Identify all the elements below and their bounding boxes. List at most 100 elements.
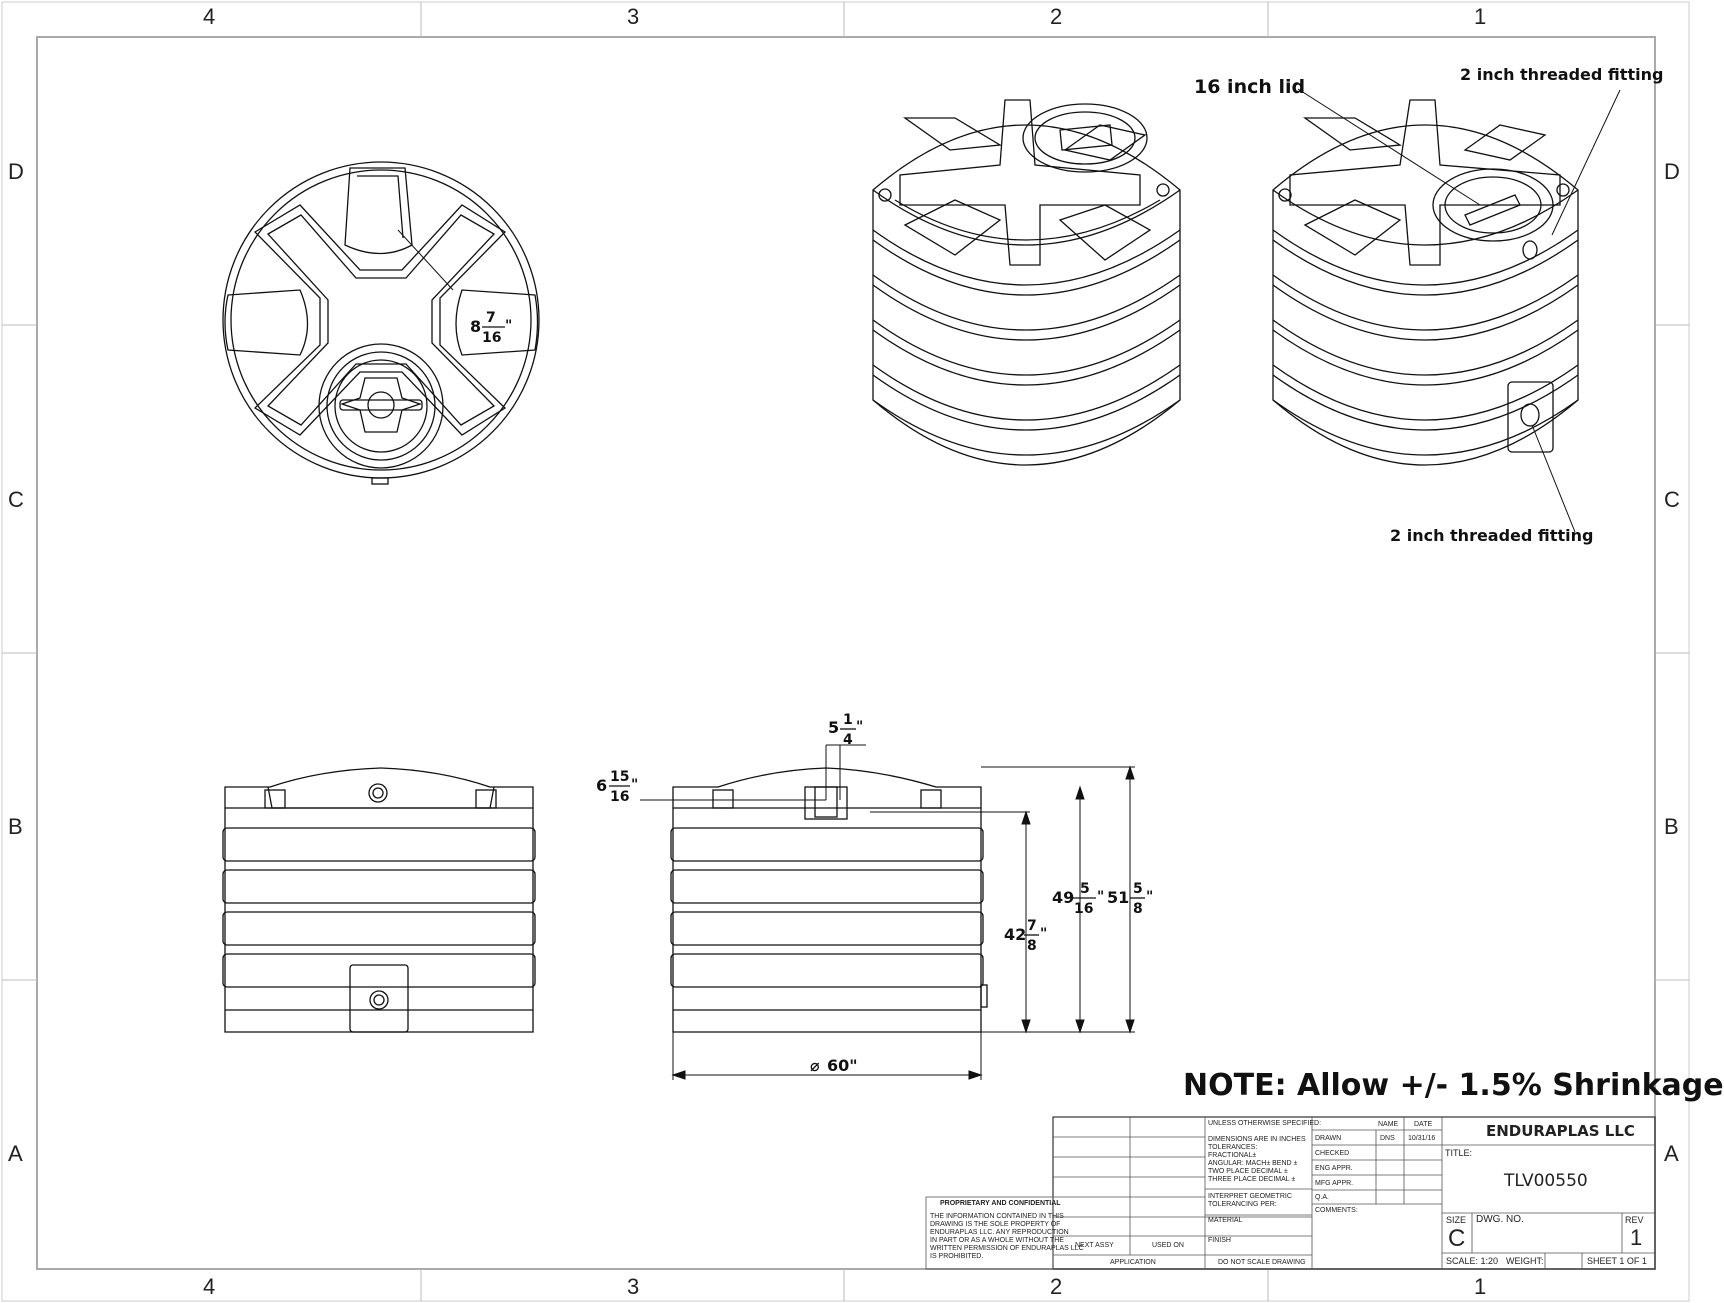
zone-ticks [2, 2, 1689, 1301]
svg-text:": " [631, 777, 638, 793]
rev-label: REV [1625, 1215, 1644, 1225]
used-on: USED ON [1152, 1242, 1184, 1249]
svg-text:49: 49 [1052, 888, 1074, 907]
rev-value: 1 [1630, 1225, 1643, 1250]
svg-text:5: 5 [828, 718, 839, 737]
row-drawn-name: DNS [1380, 1135, 1395, 1142]
svg-text:8: 8 [1027, 938, 1037, 954]
zone-col-3-top: 3 [627, 4, 640, 29]
svg-text:5: 5 [1080, 881, 1090, 897]
hdr-date: DATE [1414, 1121, 1433, 1128]
zone-row-b-right: B [1664, 814, 1679, 839]
row-drawn-date: 10/31/16 [1408, 1135, 1436, 1142]
zone-col-3-bottom: 3 [627, 1274, 640, 1299]
comments-label: COMMENTS: [1315, 1207, 1358, 1214]
shrinkage-note: NOTE: Allow +/- 1.5% Shrinkage [1183, 1068, 1724, 1103]
hdr-name: NAME [1378, 1121, 1399, 1128]
zone-col-4-bottom: 4 [203, 1274, 216, 1299]
proprietary-line-3: ENDURAPLAS LLC. ANY REPRODUCTION [930, 1229, 1069, 1236]
top-view [222, 161, 540, 485]
tolerance-line-2: TOLERANCES: [1208, 1144, 1258, 1151]
callout-fitting-top: 2 inch threaded fitting [1460, 65, 1664, 84]
svg-text:16: 16 [610, 789, 629, 805]
proprietary-line-2: DRAWING IS THE SOLE PROPERTY OF [930, 1221, 1061, 1228]
row-mfg-label: MFG APPR. [1315, 1180, 1354, 1187]
proprietary-line-1: THE INFORMATION CONTAINED IN THIS [930, 1213, 1064, 1220]
zone-row-a-left: A [8, 1141, 23, 1166]
material: MATERIAL [1208, 1217, 1243, 1224]
zone-row-a-right: A [1664, 1141, 1679, 1166]
svg-text:5: 5 [1133, 881, 1143, 897]
proprietary-line-5: WRITTEN PERMISSION OF ENDURAPLAS LLC [930, 1245, 1084, 1252]
svg-text:1: 1 [843, 712, 853, 728]
svg-text:": " [1040, 926, 1047, 942]
row-drawn-label: DRAWN [1315, 1135, 1342, 1142]
proprietary-line-4: IN PART OR AS A WHOLE WITHOUT THE [930, 1237, 1064, 1244]
isometric-view-left [872, 99, 1181, 466]
tolerance-line-6: THREE PLACE DECIMAL ± [1208, 1176, 1296, 1183]
dimension-lines [640, 744, 1135, 1080]
sheet: SHEET 1 OF 1 [1587, 1256, 1647, 1266]
zone-row-c-right: C [1664, 487, 1680, 512]
interpret-line-2: TOLERANCING PER: [1208, 1201, 1277, 1208]
svg-text:4: 4 [843, 732, 853, 748]
title-label: TITLE: [1445, 1148, 1473, 1158]
company-name: ENDURAPLAS LLC [1486, 1122, 1635, 1140]
zone-row-b-left: B [8, 814, 23, 839]
finish: FINISH [1208, 1237, 1231, 1244]
proprietary-title: PROPRIETARY AND CONFIDENTIAL [940, 1200, 1061, 1207]
row-checked-label: CHECKED [1315, 1150, 1350, 1157]
dimension-labels: 5 1 4 " 6 15 16 " 42 7 8 " 49 5 16 " 51 … [596, 712, 1153, 1075]
callout-lid: 16 inch lid [1194, 76, 1306, 98]
do-not-scale: DO NOT SCALE DRAWING [1218, 1259, 1306, 1266]
tolerance-line-3: FRACTIONAL± [1208, 1152, 1257, 1159]
svg-text:8: 8 [1133, 901, 1143, 917]
svg-text:7: 7 [1027, 918, 1037, 934]
svg-text:15: 15 [610, 769, 629, 785]
svg-text:60": 60" [827, 1056, 858, 1075]
svg-text:6: 6 [596, 776, 607, 795]
zone-row-d-left: D [8, 159, 24, 184]
tolerance-line-4: ANGULAR: MACH± BEND ± [1208, 1160, 1298, 1167]
svg-text:51: 51 [1107, 888, 1129, 907]
zone-col-1-bottom: 1 [1474, 1274, 1487, 1299]
svg-text:": " [856, 719, 863, 735]
zone-col-2-top: 2 [1050, 4, 1063, 29]
zone-row-c-left: C [8, 487, 24, 512]
drawing-title: TLV00550 [1504, 1171, 1588, 1191]
row-eng-label: ENG APPR. [1315, 1165, 1353, 1172]
svg-text:42: 42 [1004, 925, 1026, 944]
dwg-no-label: DWG. NO. [1476, 1214, 1524, 1225]
isometric-view-right [1272, 88, 1621, 533]
svg-text:⌀: ⌀ [810, 1056, 820, 1075]
tolerance-line-5: TWO PLACE DECIMAL ± [1208, 1168, 1288, 1175]
scale: SCALE: 1:20 [1446, 1256, 1499, 1266]
dim-whole: 8 [470, 317, 481, 336]
zone-row-d-right: D [1664, 159, 1680, 184]
svg-text:16: 16 [1074, 901, 1093, 917]
weight: WEIGHT: [1506, 1256, 1544, 1266]
svg-text:": " [1146, 889, 1153, 905]
top-offset-dimension: 8 7 16 " [470, 310, 512, 346]
unless-specified: UNLESS OTHERWISE SPECIFIED: [1208, 1120, 1322, 1127]
zone-col-1-top: 1 [1474, 4, 1487, 29]
tolerance-line-1: DIMENSIONS ARE IN INCHES [1208, 1136, 1306, 1143]
svg-text:": " [1097, 889, 1104, 905]
svg-text:7: 7 [486, 310, 496, 326]
svg-text:16: 16 [482, 330, 501, 346]
outer-border [1, 1, 1690, 1302]
row-qa-label: Q.A. [1315, 1194, 1330, 1201]
size-label: SIZE [1446, 1215, 1467, 1225]
front-view-left [222, 767, 536, 1033]
svg-text:": " [505, 318, 512, 334]
application: APPLICATION [1110, 1259, 1156, 1266]
size-value: C [1448, 1225, 1466, 1252]
proprietary-line-6: IS PROHIBITED. [930, 1253, 984, 1260]
next-assy: NEXT ASSY [1075, 1242, 1114, 1249]
callout-fitting-side: 2 inch threaded fitting [1390, 526, 1594, 545]
interpret-line-1: INTERPRET GEOMETRIC [1208, 1193, 1292, 1200]
zone-col-4-top: 4 [203, 4, 216, 29]
title-block-grid [925, 1116, 1656, 1270]
zone-col-2-bottom: 2 [1050, 1274, 1063, 1299]
